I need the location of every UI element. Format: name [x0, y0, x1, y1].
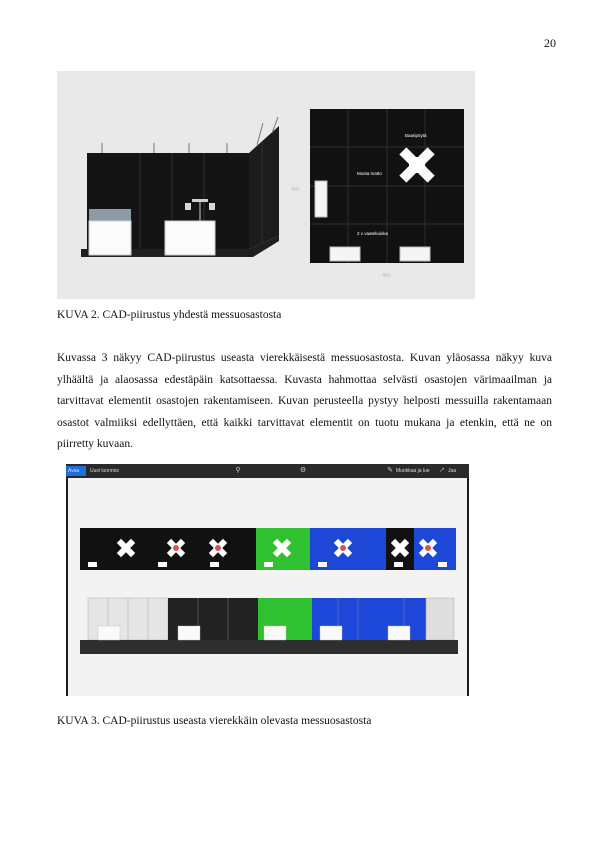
booth-render-svg: 4m Baaripöytä Musta matto 2 x vaatekuisk… — [57, 71, 475, 299]
share-icon[interactable]: ↗ — [439, 466, 445, 474]
share-button[interactable]: Jaa — [448, 468, 457, 474]
zoom-icon[interactable]: ⚲ — [235, 466, 241, 474]
booth-row-top-view — [80, 528, 456, 570]
edit-share-button[interactable]: Muokkaa ja lue — [396, 468, 430, 474]
caption-kuva-2: KUVA 2. CAD-piirustus yhdestä messuosast… — [57, 309, 282, 321]
figure-multiple-booths: Avaa Uusi luonnos ⚲ ⚙ ✎ Muokkaa ja lue ↗… — [66, 464, 469, 696]
booth-3d-view — [81, 116, 279, 257]
booth-plan-view: Baaripöytä Musta matto 2 x vaatekuiska — [310, 109, 464, 263]
tab-open[interactable]: Avaa — [66, 466, 86, 476]
app-toolbar: Avaa Uusi luonnos ⚲ ⚙ ✎ Muokkaa ja lue ↗… — [66, 464, 469, 478]
booth-row-front-view — [80, 597, 458, 654]
plan-carpet-label: Musta matto — [357, 171, 382, 176]
plan-table-label: Baaripöytä — [405, 133, 427, 138]
figure-single-booth: 4m Baaripöytä Musta matto 2 x vaatekuisk… — [57, 71, 475, 299]
edit-icon[interactable]: ✎ — [387, 466, 393, 474]
page-number: 20 — [544, 36, 556, 50]
body-paragraph: Kuvassa 3 näkyy CAD-piirustus useasta vi… — [57, 352, 552, 450]
dimension-bottom-label: 4m — [382, 273, 390, 279]
settings-icon[interactable]: ⚙ — [299, 466, 307, 474]
caption-kuva-3: KUVA 3. CAD-piirustus useasta vierekkäin… — [57, 715, 372, 727]
multi-booth-svg — [68, 478, 467, 696]
tab-new-draft[interactable]: Uusi luonnos — [90, 468, 119, 474]
cad-canvas[interactable] — [68, 478, 467, 696]
plan-counter-label: 2 x vaatekuiska — [357, 231, 389, 236]
dimension-side-label: 4m — [291, 187, 299, 193]
